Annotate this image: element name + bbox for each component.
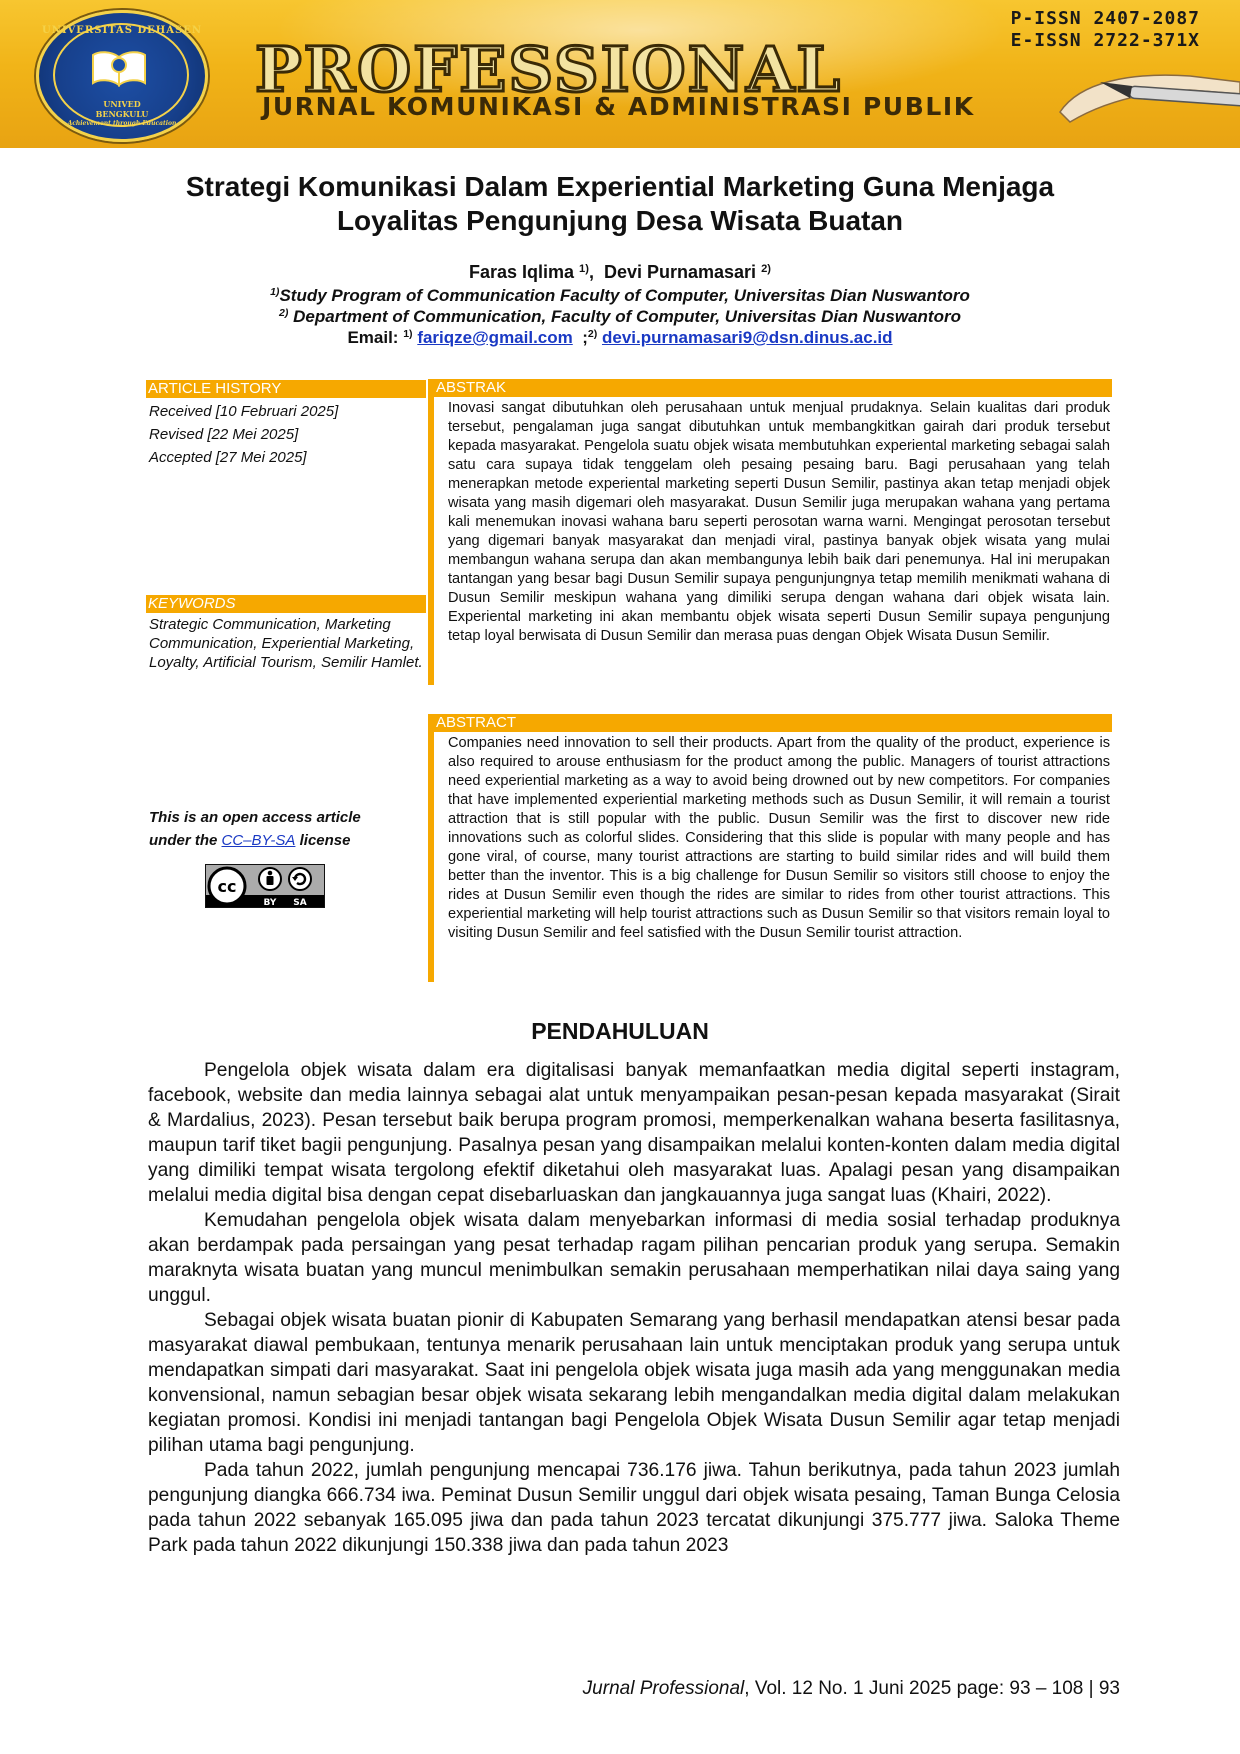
page-footer: Jurnal Professional, Vol. 12 No. 1 Juni … — [583, 1678, 1120, 1700]
affiliation-1-text: Study Program of Communication Faculty o… — [279, 286, 970, 305]
keywords-heading: KEYWORDS — [146, 595, 426, 613]
footer-journal-name: Jurnal Professional — [582, 1678, 745, 1699]
paragraph-2: Kemudahan pengelola objek wisata dalam m… — [148, 1210, 1120, 1306]
cc-by-sa-icon: cc BY SA — [206, 866, 324, 908]
affiliation-2-text: Department of Communication, Faculty of … — [288, 307, 961, 326]
title-line-1: Strategi Komunikasi Dalam Experiential M… — [185, 171, 1055, 202]
seal-bottom-line2: BENGKULU — [95, 109, 149, 119]
author-2: Devi Purnamasari — [603, 262, 757, 282]
seal-bottom-text: UNIVED BENGKULU Achievement through Educ… — [39, 99, 205, 129]
seal-top-text: UNIVERSITAS DEHASEN — [42, 25, 202, 36]
cc-by-sa-badge[interactable]: cc BY SA — [205, 864, 325, 908]
abstrak-heading: ABSTRAK — [434, 379, 1112, 397]
license-link[interactable]: CC–BY-SA — [221, 832, 296, 849]
email-2-link[interactable]: devi.purnamasari9@dsn.dinus.ac.id — [601, 328, 893, 347]
footer-details: , Vol. 12 No. 1 Juni 2025 page: 93 – 108… — [744, 1678, 1120, 1699]
revised-date: Revised [22 Mei 2025] — [149, 426, 299, 443]
abstrak-section: ABSTRAK Inovasi sangat dibutuhkan oleh p… — [428, 379, 1112, 685]
affiliation-2-sup: 2) — [279, 307, 289, 320]
author-2-sup: 2) — [761, 262, 771, 275]
license-suffix: license — [295, 832, 351, 849]
journal-name: PROFESSIONAL — [254, 33, 842, 106]
article-title: Strategi Komunikasi Dalam Experiential M… — [120, 170, 1120, 238]
body-text: Pengelola objek wisata dalam era digital… — [148, 1058, 1120, 1558]
open-access-line1: This is an open access article — [149, 809, 361, 826]
author-1: Faras Iqlima — [468, 262, 575, 282]
affiliation-1: 1)Study Program of Communication Faculty… — [120, 286, 1120, 306]
affiliation-2: 2) Department of Communication, Faculty … — [120, 307, 1120, 327]
email-2-sup: 2) — [587, 328, 598, 341]
seal-bottom-line1: UNIVED — [103, 99, 141, 109]
email-1-link[interactable]: fariqze@gmail.com — [417, 328, 573, 347]
abstrak-text: Inovasi sangat dibutuhkan oleh perusahaa… — [448, 400, 1110, 644]
affiliation-1-sup: 1) — [270, 286, 280, 299]
accepted-date: Accepted [27 Mei 2025] — [149, 449, 307, 466]
abstract-section: ABSTRACT Companies need innovation to se… — [428, 714, 1112, 982]
author-line: Faras Iqlima 1), Devi Purnamasari 2) — [468, 262, 771, 282]
open-book-icon — [92, 51, 146, 87]
open-access-line2: under the CC–BY-SA license — [149, 829, 409, 852]
author-1-sup: 1) — [579, 262, 589, 275]
p-issn: P-ISSN 2407-2087 — [1010, 8, 1200, 29]
paragraph-4: Pada tahun 2022, jumlah pengunjung menca… — [148, 1460, 1120, 1556]
badge-cc-text: cc — [218, 877, 237, 896]
email-1-sup: 1) — [403, 328, 413, 341]
open-access-note: This is an open access article under the… — [149, 806, 409, 852]
keywords-text: Strategic Communication, Marketing Commu… — [149, 616, 423, 671]
email-label: Email: — [347, 328, 399, 347]
journal-subtitle: JURNAL KOMUNIKASI & ADMINISTRASI PUBLIK — [262, 92, 975, 121]
title-line-2: Loyalitas Pengunjung Desa Wisata Buatan — [336, 205, 904, 236]
paragraph-1: Pengelola objek wisata dalam era digital… — [148, 1060, 1120, 1206]
license-prefix: under the — [149, 832, 222, 849]
journal-banner: UNIVERSITAS DEHASEN UNIVED BENGKULU Achi… — [0, 0, 1240, 148]
received-date: Received [10 Februari 2025] — [149, 403, 339, 420]
abstract-text: Companies need innovation to sell their … — [448, 735, 1110, 941]
paragraph-3: Sebagai objek wisata buatan pionir di Ka… — [148, 1310, 1120, 1456]
badge-by-text: BY — [264, 898, 277, 907]
abstract-heading: ABSTRACT — [434, 714, 1112, 732]
pen-illustration-icon — [1059, 74, 1240, 123]
section-heading-pendahuluan: PENDAHULUAN — [531, 1018, 709, 1044]
seal-motto: Achievement through Education — [67, 120, 177, 127]
article-info-column: ARTICLE HISTORY Received [10 Februari 20… — [146, 380, 426, 672]
article-history-heading: ARTICLE HISTORY — [146, 380, 426, 398]
email-line: Email: 1) fariqze@gmail.com ;2) devi.pur… — [347, 328, 893, 347]
seal-ring — [53, 23, 189, 127]
university-seal-logo: UNIVERSITAS DEHASEN UNIVED BENGKULU Achi… — [36, 10, 208, 142]
issn-block: P-ISSN 2407-2087 E-ISSN 2722-371X — [1011, 8, 1200, 52]
badge-sa-text: SA — [293, 898, 306, 907]
e-issn: E-ISSN 2722-371X — [1010, 30, 1200, 51]
